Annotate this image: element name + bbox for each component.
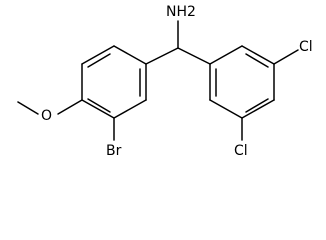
left-ring-double-2 — [87, 98, 111, 113]
right-ring-bond-2 — [209, 99, 243, 119]
structure-canvas: NH2 Cl Cl Br O — [17, 4, 313, 159]
left-ring-bond-5 — [81, 45, 115, 65]
bond-c-o — [57, 99, 83, 115]
bond-c-cl-top — [273, 49, 299, 65]
left-ring-bond-2 — [113, 99, 147, 119]
bromine-label: Br — [106, 143, 122, 159]
bond-c-left-ring — [145, 47, 179, 65]
right-ring-double-2 — [245, 98, 269, 113]
left-aromatic-ring — [81, 45, 147, 119]
right-aromatic-ring — [209, 45, 275, 119]
bond-c-right-ring — [177, 47, 211, 65]
right-ring-bond-5 — [241, 45, 275, 65]
molecule-diagram: NH2 Cl Cl Br O — [17, 4, 313, 159]
chlorine-label-bottom: Cl — [234, 143, 248, 159]
right-ring-bond-6 — [209, 45, 243, 65]
left-ring-bond-3 — [81, 99, 115, 119]
bond-o-ch3 — [17, 101, 39, 115]
right-ring-double-3 — [245, 53, 269, 68]
left-ring-double-3 — [87, 53, 111, 68]
oxygen-label: O — [41, 108, 52, 124]
chlorine-label-top: Cl — [299, 39, 313, 55]
amine-label: NH2 — [166, 4, 196, 20]
right-ring-bond-3 — [241, 99, 275, 119]
left-ring-bond-6 — [113, 45, 147, 65]
